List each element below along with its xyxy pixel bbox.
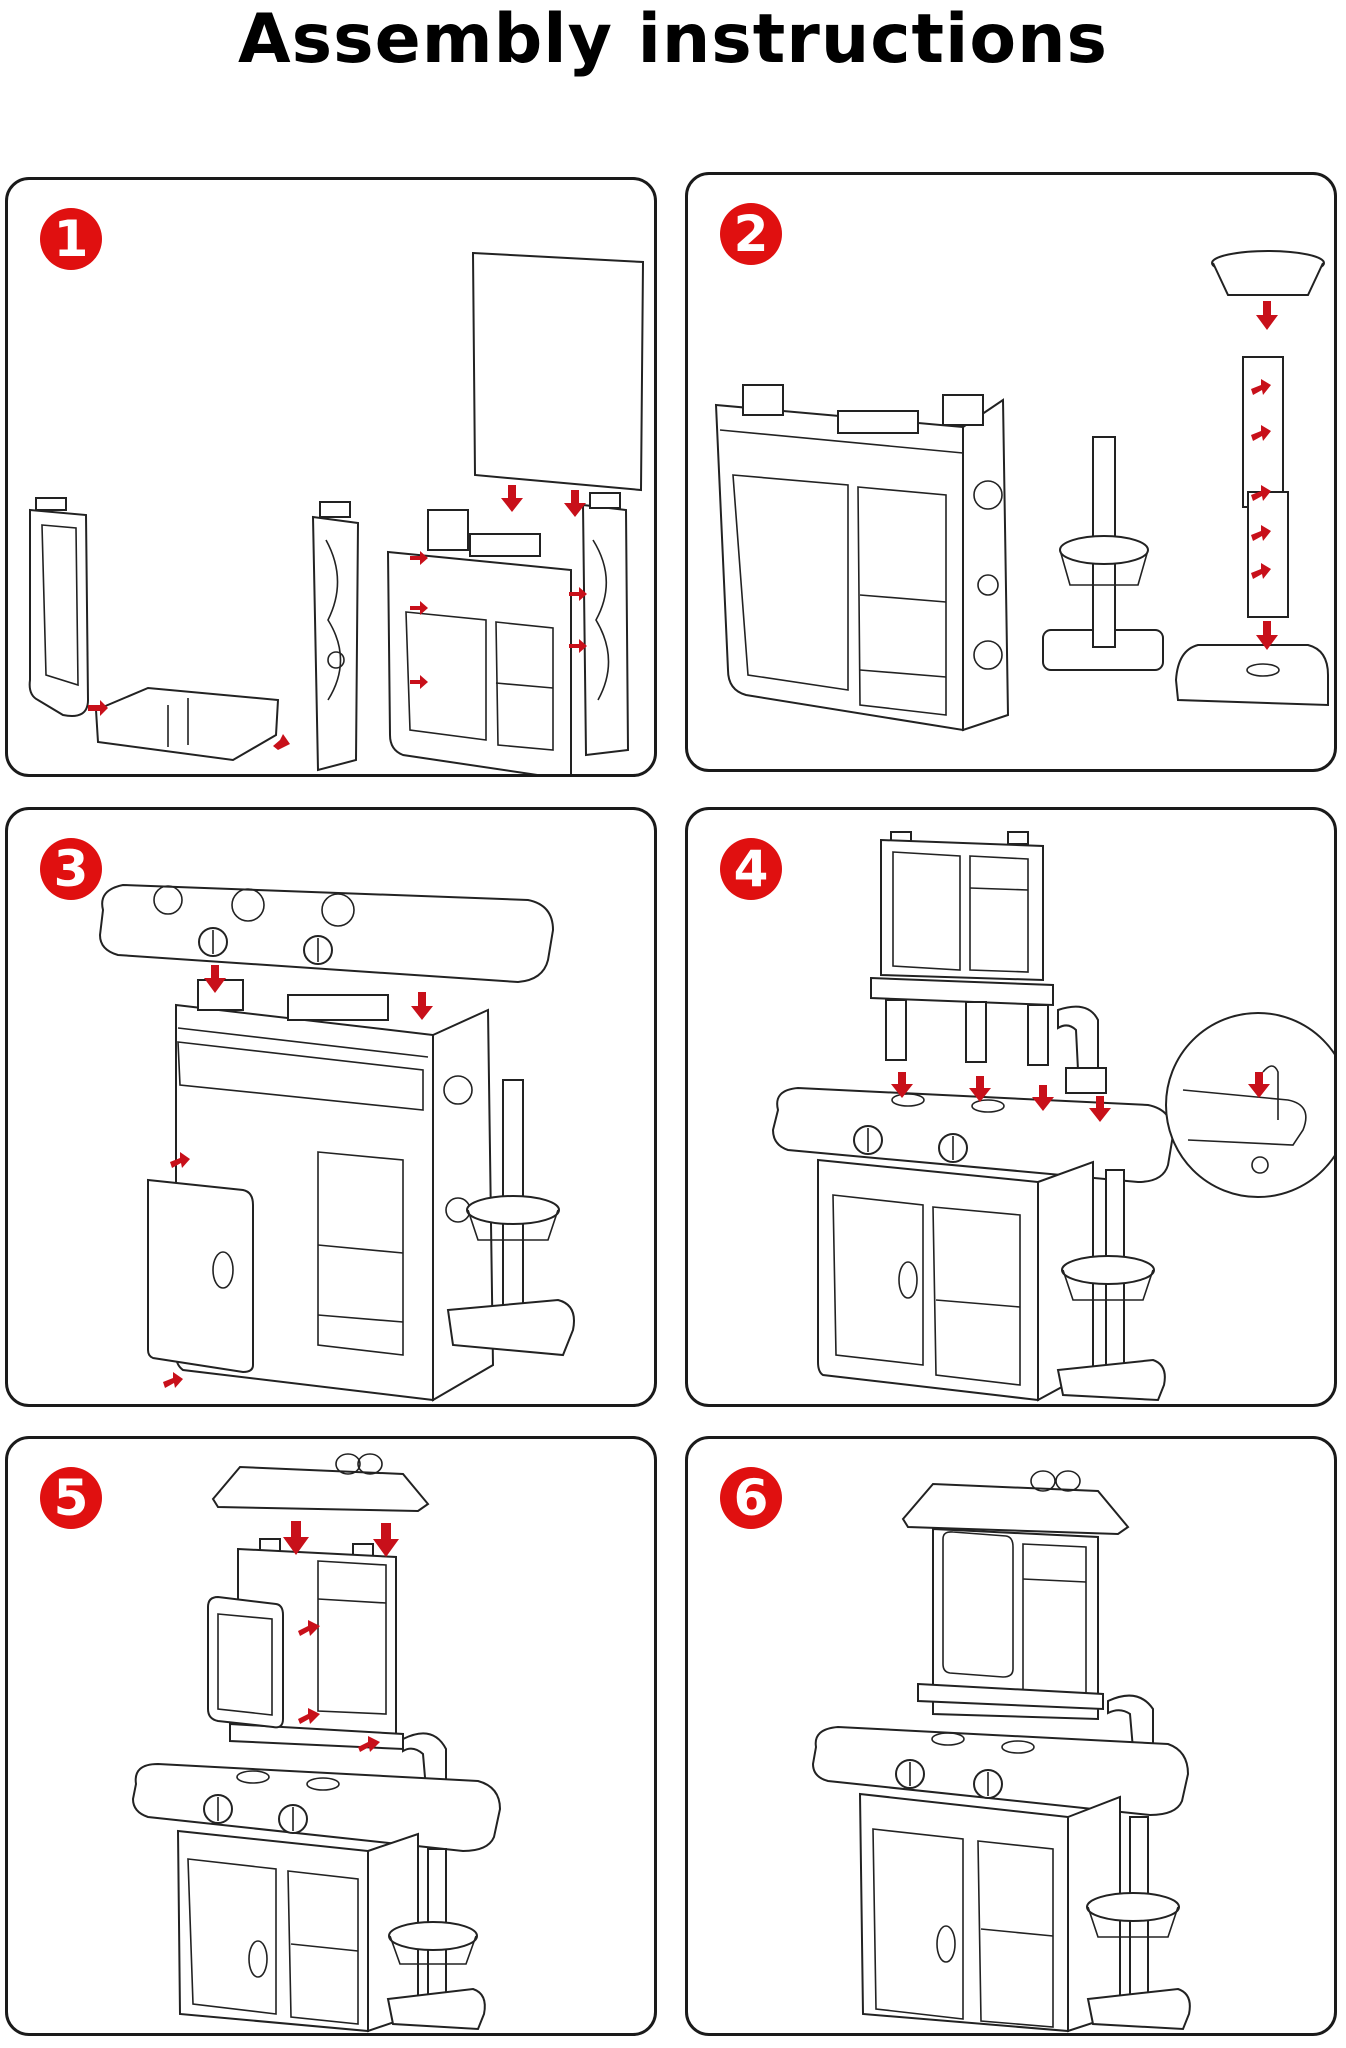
right-side-panel — [313, 502, 358, 770]
countertop — [813, 1727, 1188, 1815]
arrow-right — [88, 700, 108, 716]
step-number-badge: 3 — [40, 838, 102, 900]
assembly-arrows — [88, 485, 587, 750]
cabinet-body — [178, 1831, 418, 2031]
arrow-down — [564, 490, 586, 517]
page-title: Assembly instructions — [238, 0, 1108, 79]
countertop — [773, 1088, 1173, 1182]
arrow-right — [569, 639, 587, 653]
step-2-illustration — [688, 175, 1334, 769]
arrow-down — [969, 1076, 991, 1102]
cabinet-body — [860, 1794, 1120, 2031]
step-number-badge: 4 — [720, 838, 782, 900]
pole-with-basket — [1043, 437, 1163, 670]
arrow-down — [1032, 1085, 1054, 1111]
arrow-right — [298, 1620, 320, 1636]
assembly-arrows — [1251, 301, 1278, 650]
hood — [213, 1454, 428, 1511]
arrow-down — [1248, 1072, 1270, 1098]
arrow-right — [163, 1372, 183, 1388]
arrow-right — [569, 587, 587, 601]
step-number-badge: 1 — [40, 208, 102, 270]
arrow-right — [410, 675, 428, 689]
pole-with-basket — [1087, 1817, 1190, 2029]
arrow-right — [358, 1736, 380, 1752]
assembly-arrows — [163, 965, 433, 1388]
mirror-door — [208, 1597, 283, 1727]
step-panel-1: 1 — [5, 177, 657, 777]
hood — [903, 1471, 1128, 1534]
countertop — [133, 1764, 500, 1851]
arrow-right — [1251, 525, 1271, 541]
base-tray — [96, 688, 278, 760]
pole-with-basket — [1058, 1170, 1165, 1400]
arrow-down — [373, 1523, 399, 1557]
left-side-panel — [30, 498, 88, 716]
step-number-badge: 2 — [720, 203, 782, 265]
arrow-right — [170, 1152, 190, 1168]
arrow-right — [410, 601, 428, 615]
pole-with-basket — [388, 1849, 485, 2029]
exploded-pole-assembly — [1176, 251, 1328, 705]
faucet — [1058, 1007, 1106, 1093]
step-panel-3: 3 — [5, 807, 657, 1407]
arrow-down — [411, 992, 433, 1020]
arrow-down — [283, 1521, 309, 1555]
assembly-arrows — [891, 1072, 1270, 1122]
upper-shelf-unit — [918, 1529, 1103, 1719]
pole-with-basket — [448, 1080, 574, 1355]
step-panel-6: 6 — [685, 1436, 1337, 2036]
cabinet-frame — [388, 493, 628, 774]
step-panel-4: 4 — [685, 807, 1337, 1407]
arrow-right — [273, 734, 290, 750]
step-number-badge: 6 — [720, 1467, 782, 1529]
arrow-right — [1251, 425, 1271, 441]
step-1-illustration — [8, 180, 654, 774]
step-panel-2: 2 — [685, 172, 1337, 772]
cabinet-body — [818, 1160, 1093, 1400]
arrow-down — [204, 965, 226, 993]
step-5-illustration — [8, 1439, 654, 2033]
upper-shelf-unit — [871, 832, 1053, 1065]
countertop — [100, 885, 553, 982]
arrow-down — [891, 1072, 913, 1098]
detail-callout — [1166, 1013, 1334, 1197]
step-6-illustration — [688, 1439, 1334, 2033]
cabinet-frame — [716, 385, 1008, 730]
step-3-illustration — [8, 810, 654, 1404]
cabinet-door — [148, 1180, 253, 1372]
assembly-arrows — [283, 1521, 399, 1752]
arrow-down — [1256, 301, 1278, 330]
arrow-down — [501, 485, 523, 512]
arrow-down — [1089, 1096, 1111, 1122]
arrow-right — [410, 551, 428, 565]
arrow-right — [1251, 485, 1271, 501]
arrow-right — [1251, 563, 1271, 579]
arrow-down — [1256, 621, 1278, 650]
arrow-right — [1251, 379, 1271, 395]
arrow-right — [298, 1708, 320, 1724]
back-board — [473, 253, 643, 490]
step-number-badge: 5 — [40, 1467, 102, 1529]
step-panel-5: 5 — [5, 1436, 657, 2036]
step-4-illustration — [688, 810, 1334, 1404]
